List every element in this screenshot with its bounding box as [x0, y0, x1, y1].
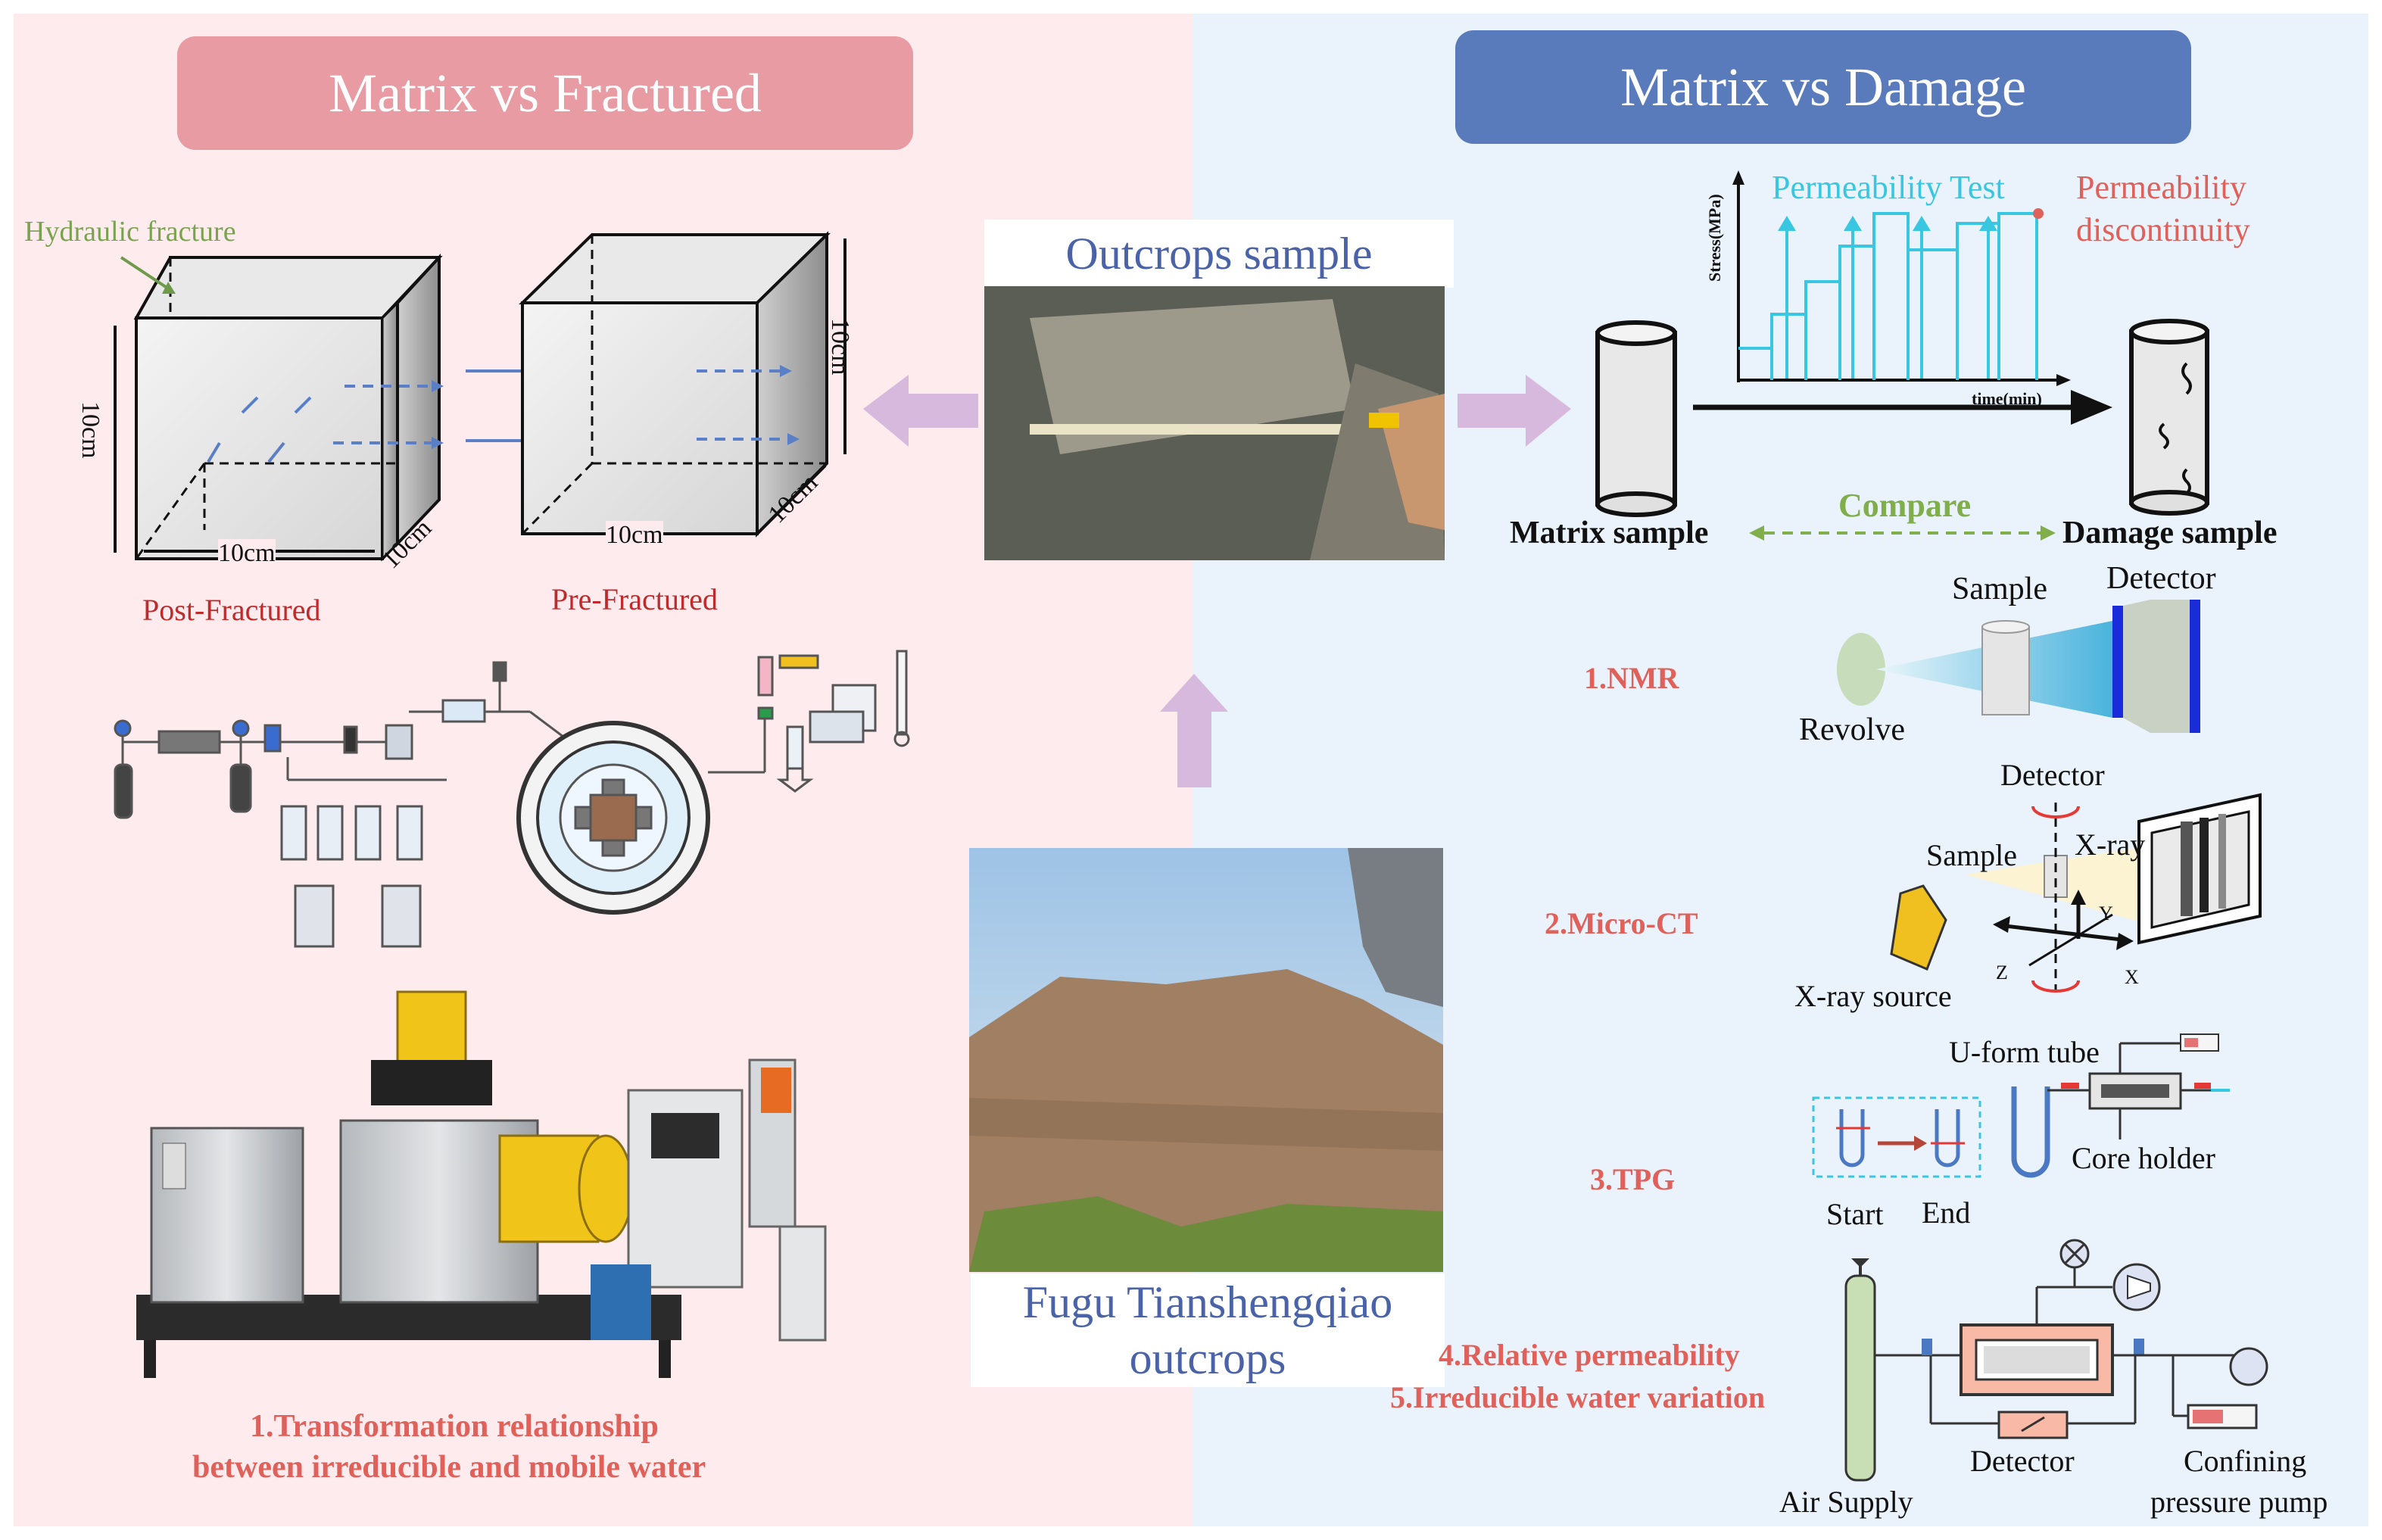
- ct-xray-source-label: X-ray source: [1794, 979, 1952, 1013]
- damage-sample-label: Damage sample: [2062, 516, 2278, 550]
- post-width-dim: 10cm: [218, 539, 276, 568]
- right-title-banner: Matrix vs Damage: [1455, 30, 2191, 144]
- pre-fractured-cube: [519, 231, 846, 538]
- tpg-step-label: 3.TPG: [1590, 1162, 1676, 1196]
- left-title-banner: Matrix vs Fractured: [177, 36, 913, 150]
- finding-line-1: 1.Transformation relationship: [250, 1409, 659, 1444]
- nmr-step-label: 1.NMR: [1584, 661, 1679, 695]
- perm-step-5-label: 5.Irreducible water variation: [1390, 1380, 1766, 1414]
- pump-label-line-2: pressure pump: [2150, 1485, 2328, 1519]
- ct-axis-y: Y: [2099, 902, 2113, 924]
- fugu-site-line-1: Fugu Tianshengqiao: [1022, 1277, 1393, 1327]
- pre-fractured-label: Pre-Fractured: [551, 582, 718, 616]
- discontinuity-line-2: discontinuity: [2076, 211, 2250, 248]
- hydraulic-fracture-label: Hydraulic fracture: [24, 216, 236, 248]
- post-fractured-label: Post-Fractured: [142, 593, 321, 627]
- finding-line-2: between irreducible and mobile water: [192, 1450, 706, 1485]
- perm-step-4-label: 4.Relative permeability: [1439, 1338, 1740, 1372]
- outcrops-sample-label: Outcrops sample: [984, 220, 1454, 288]
- tpg-end-label: End: [1922, 1196, 1971, 1230]
- nmr-sample-label: Sample: [1952, 572, 2047, 606]
- ct-axis-x: X: [2125, 966, 2139, 988]
- ct-detector-label: Detector: [2000, 758, 2105, 792]
- tpg-start-label: Start: [1826, 1197, 1884, 1231]
- micro-ct-step-label: 2.Micro-CT: [1545, 906, 1698, 940]
- perm-detector-label: Detector: [1970, 1444, 2075, 1478]
- ct-xray-label: X-ray: [2075, 828, 2146, 862]
- tpg-core-holder-label: Core holder: [2072, 1141, 2215, 1175]
- damage-sample-cylinder: [2129, 319, 2209, 516]
- matrix-sample-cylinder: [1595, 320, 1677, 517]
- pre-width-dim: 10cm: [606, 521, 663, 550]
- matrix-sample-label: Matrix sample: [1510, 516, 1709, 550]
- nmr-detector-label: Detector: [2106, 561, 2216, 596]
- post-fractured-cube: [114, 253, 444, 562]
- ct-axis-z: Z: [1996, 962, 2008, 984]
- air-supply-label: Air Supply: [1779, 1485, 1913, 1519]
- fugu-site-label: Fugu Tianshengqiao outcrops: [971, 1273, 1445, 1387]
- permeability-test-label: Permeability Test: [1772, 169, 2005, 206]
- tpg-u-tube-label: U-form tube: [1949, 1035, 2100, 1069]
- ct-sample-label: Sample: [1926, 838, 2017, 872]
- compare-label: Compare: [1838, 487, 1972, 524]
- discontinuity-line-1: Permeability: [2076, 169, 2246, 206]
- pump-label-line-1: Confining: [2184, 1444, 2307, 1478]
- time-axis-label: time(min): [1972, 389, 2042, 408]
- nmr-revolve-label: Revolve: [1799, 712, 1905, 747]
- fugu-site-line-2: outcrops: [1129, 1333, 1286, 1383]
